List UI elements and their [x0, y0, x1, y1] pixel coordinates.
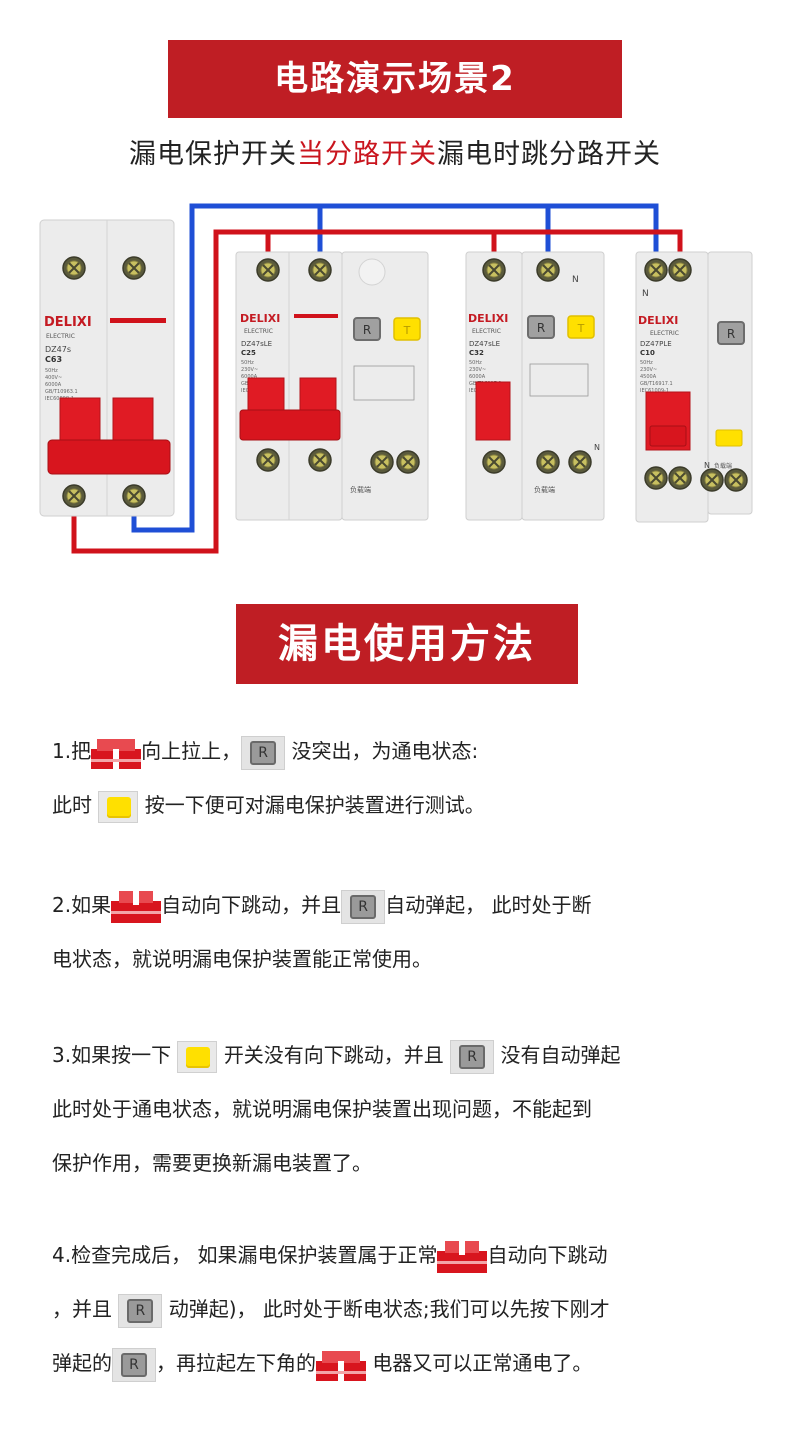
step-3-line-2: 此时处于通电状态，就说明漏电保护装置出现问题，不能起到 — [52, 1097, 592, 1121]
lever-handle-down-icon — [111, 890, 162, 923]
breaker-c10-rating: C10 — [640, 349, 655, 357]
breaker-rcbo-c32: N DELIXI ELECTRIC DZ47sLE C32 50Hz 230V~… — [465, 251, 605, 521]
step-1-text-e: 按一下便可对漏电保护装置进行测试。 — [144, 793, 485, 817]
breaker-c10-spec-4: GB/T16917.1 — [640, 381, 673, 387]
breaker-c32-load-label: 负载端 — [534, 485, 555, 494]
breaker-c32-reset-label: R — [537, 321, 545, 335]
breaker-c25-reset-label: R — [363, 323, 371, 337]
step-3-text-a: 3.如果按一下 — [52, 1043, 172, 1067]
breaker-c10-reset-label: R — [727, 327, 735, 341]
breaker-c32-neutral-bottom: N — [594, 443, 600, 452]
circuit-diagram: DELIXI ELECTRIC DZ47s C63 50Hz 400V~ 600… — [39, 203, 753, 554]
breaker-main-model: DZ47s — [45, 345, 71, 354]
step-1-text-d: 此时 — [52, 793, 92, 817]
reset-button-icon — [450, 1039, 495, 1074]
breaker-main-spec-2: 400V~ — [45, 375, 62, 381]
breaker-c25-spec-2: 230V~ — [241, 367, 258, 373]
breaker-c10-load-label: 负载端 — [714, 462, 732, 470]
step-4-text-e: 弹起的 — [52, 1351, 112, 1375]
breaker-c25-spec-1: 50Hz — [241, 360, 254, 366]
breaker-c10-neutral-bottom: N — [704, 461, 710, 470]
breaker-main-brand-sub: ELECTRIC — [46, 333, 75, 340]
lever-handle-icon — [316, 1349, 366, 1381]
step-3-text-c: 没有自动弹起 — [500, 1043, 621, 1067]
step-4-text-b: 自动向下跳动 — [487, 1243, 608, 1267]
breaker-c10-brand: DELIXI — [638, 314, 678, 327]
breaker-c25-load-label: 负载端 — [350, 485, 371, 494]
breaker-c32-model: DZ47sLE — [469, 340, 500, 348]
step-1-text-b: 向上拉上， — [141, 739, 242, 763]
step-2-line-2: 电状态，就说明漏电保护装置能正常使用。 — [52, 947, 432, 971]
breaker-c32-rating: C32 — [469, 349, 484, 357]
breaker-c10-spec-5: IEC61009-1 — [640, 388, 669, 394]
breaker-c32-spec-2: 230V~ — [469, 367, 486, 373]
test-button-icon — [177, 1040, 218, 1073]
breaker-c32-neutral-label: N — [572, 275, 579, 285]
step-4-line-2: ，并且 动弹起)， 此时处于断电状态;我们可以先按下刚才 — [52, 1282, 762, 1336]
breaker-c32-test-label: T — [577, 322, 585, 335]
step-3-line-3: 保护作用，需要更换新漏电装置了。 — [52, 1151, 372, 1175]
step-1-text-c: 没突出，为通电状态: — [291, 739, 479, 763]
breaker-c32-brand-sub: ELECTRIC — [472, 328, 501, 335]
wire-red — [71, 229, 683, 554]
reset-button-icon — [118, 1293, 163, 1328]
step-4-text-a: 4.检查完成后， 如果漏电保护装置属于正常 — [52, 1243, 438, 1267]
breaker-c25-rating: C25 — [241, 349, 256, 357]
step-1-text-a: 1.把 — [52, 739, 92, 763]
reset-button-icon — [112, 1347, 156, 1382]
step-2-text-b: 自动向下跳动，并且 — [161, 893, 342, 917]
step-2-text-c: 自动弹起， 此时处于断 — [385, 893, 592, 917]
breaker-c25-model: DZ47sLE — [241, 340, 272, 348]
step-1-line-2: 此时 按一下便可对漏电保护装置进行测试。 — [52, 778, 762, 832]
breaker-c32-spec-1: 50Hz — [469, 360, 482, 366]
breaker-main-rating: C63 — [45, 355, 62, 364]
reset-button-icon — [241, 735, 286, 770]
breaker-c32-spec-3: 6000A — [469, 374, 486, 380]
breaker-c10-spec-2: 230V~ — [640, 367, 657, 373]
step-3-text-b: 开关没有向下跳动，并且 — [223, 1043, 444, 1067]
breaker-c10-spec-1: 50Hz — [640, 360, 653, 366]
usage-title-banner: 漏电使用方法 — [236, 604, 578, 684]
breaker-c25-brand: DELIXI — [240, 312, 280, 325]
breaker-rcbo-c25: DELIXI ELECTRIC DZ47sLE C25 50Hz 230V~ 6… — [235, 251, 429, 521]
lever-handle-down-icon — [437, 1240, 488, 1273]
breaker-rcbo-c10: N DELIXI ELECTRIC DZ47PLE C10 50Hz 230V~… — [635, 251, 753, 523]
reset-button-icon — [341, 889, 386, 924]
breaker-main: DELIXI ELECTRIC DZ47s C63 50Hz 400V~ 600… — [39, 219, 175, 517]
test-button-icon — [98, 790, 139, 823]
breaker-c32-brand: DELIXI — [468, 312, 508, 325]
usage-step-4: 4.检查完成后， 如果漏电保护装置属于正常 自动向下跳动 ，并且 动弹起)， 此时… — [52, 1228, 762, 1390]
step-3-line-1: 3.如果按一下 开关没有向下跳动，并且 没有自动弹起 — [52, 1028, 762, 1082]
step-1-line-1: 1.把 向上拉上， 没突出，为通电状态: — [52, 724, 762, 778]
breaker-main-brand: DELIXI — [44, 315, 92, 330]
step-2-line-1: 2.如果 自动向下跳动，并且 自动弹起， 此时处于断 — [52, 878, 762, 932]
step-4-text-d: 动弹起)， 此时处于断电状态;我们可以先按下刚才 — [168, 1297, 610, 1321]
scene-title-banner: 电路演示场景2 — [168, 40, 622, 118]
breaker-main-spec-4: GB/T10963.1 — [45, 389, 78, 395]
breaker-c25-brand-sub: ELECTRIC — [244, 328, 273, 335]
breaker-main-spec-1: 50Hz — [45, 368, 58, 374]
subtitle-part-a: 漏电保护开关 — [129, 139, 297, 170]
step-4-text-g: 电器又可以正常通电了。 — [372, 1351, 593, 1375]
breaker-c25-test-label: T — [403, 324, 411, 337]
breaker-main-spec-3: 6000A — [45, 382, 62, 388]
usage-step-1: 1.把 向上拉上， 没突出，为通电状态: 此时 按一下便可对漏电保护装置进行测试。 — [52, 724, 762, 832]
subtitle-part-b: 漏电时跳分路开关 — [437, 139, 661, 170]
usage-step-2: 2.如果 自动向下跳动，并且 自动弹起， 此时处于断 电状态，就说明漏电保护装置能正… — [52, 878, 762, 986]
lever-handle-icon — [91, 737, 142, 769]
step-4-line-1: 4.检查完成后， 如果漏电保护装置属于正常 自动向下跳动 — [52, 1228, 762, 1282]
step-4-text-f: ，再拉起左下角的 — [156, 1351, 316, 1375]
step-4-line-3: 弹起的 ，再拉起左下角的 电器又可以正常通电了。 — [52, 1336, 762, 1390]
usage-step-3: 3.如果按一下 开关没有向下跳动，并且 没有自动弹起 此时处于通电状态，就说明漏… — [52, 1028, 762, 1190]
scene-subtitle: 漏电保护开关当分路开关漏电时跳分路开关 — [0, 132, 790, 171]
breaker-c10-model: DZ47PLE — [640, 340, 672, 348]
step-4-text-c: ，并且 — [52, 1297, 112, 1321]
breaker-c25-spec-3: 6000A — [241, 374, 258, 380]
step-2-text-a: 2.如果 — [52, 893, 112, 917]
subtitle-highlight: 当分路开关 — [297, 139, 437, 170]
breaker-c10-spec-3: 4500A — [640, 374, 657, 380]
breaker-c10-brand-sub: ELECTRIC — [650, 330, 679, 337]
breaker-c10-neutral-label: N — [642, 289, 649, 299]
